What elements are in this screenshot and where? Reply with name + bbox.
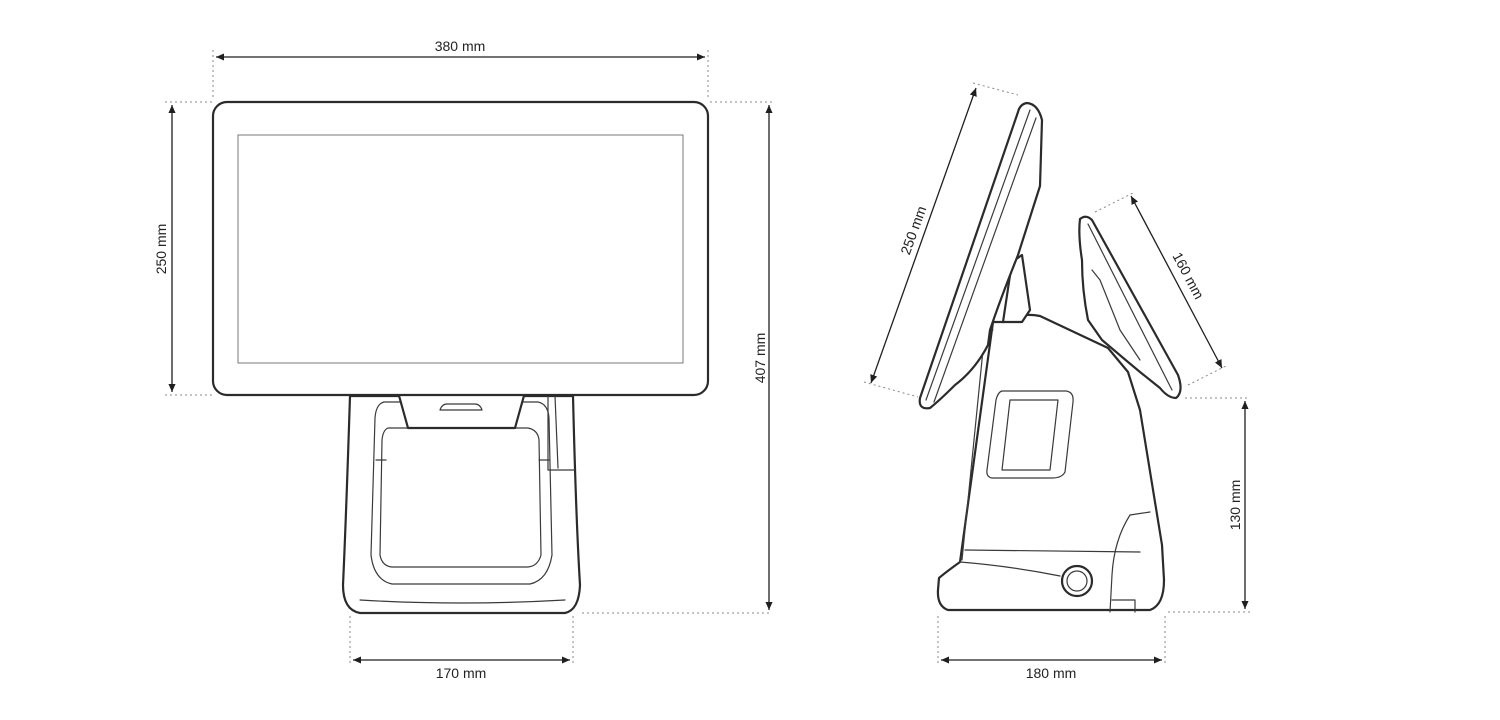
- front-screen-display: [237, 134, 684, 364]
- front-base-recess: [370, 401, 553, 585]
- side-customer-screen-label: 160 mm: [1169, 250, 1207, 302]
- front-base-width-dimension: 170 mm: [349, 616, 574, 681]
- side-hinge-arm: [1001, 253, 1032, 324]
- front-view: [211, 100, 710, 615]
- side-round-port: [1060, 564, 1094, 598]
- side-card-slot: [986, 390, 1074, 479]
- front-total-height-label: 407 mm: [752, 333, 768, 384]
- front-width-dimension: 380 mm: [212, 38, 709, 100]
- front-screen-height-label: 250 mm: [153, 224, 169, 275]
- side-view: [918, 101, 1182, 613]
- front-screen-height-dimension: 250 mm: [153, 101, 212, 396]
- front-screen-frame: [211, 100, 710, 397]
- front-width-label: 380 mm: [435, 38, 486, 54]
- side-base-height-label: 130 mm: [1227, 480, 1243, 531]
- front-base-width-label: 170 mm: [436, 665, 487, 681]
- front-total-height-dimension: 407 mm: [582, 101, 773, 614]
- side-main-screen-label: 250 mm: [897, 204, 929, 257]
- side-base-height-dimension: 130 mm: [1168, 397, 1250, 613]
- side-depth-dimension: 180 mm: [937, 616, 1166, 681]
- side-depth-label: 180 mm: [1026, 665, 1077, 681]
- front-base-body: [341, 394, 582, 615]
